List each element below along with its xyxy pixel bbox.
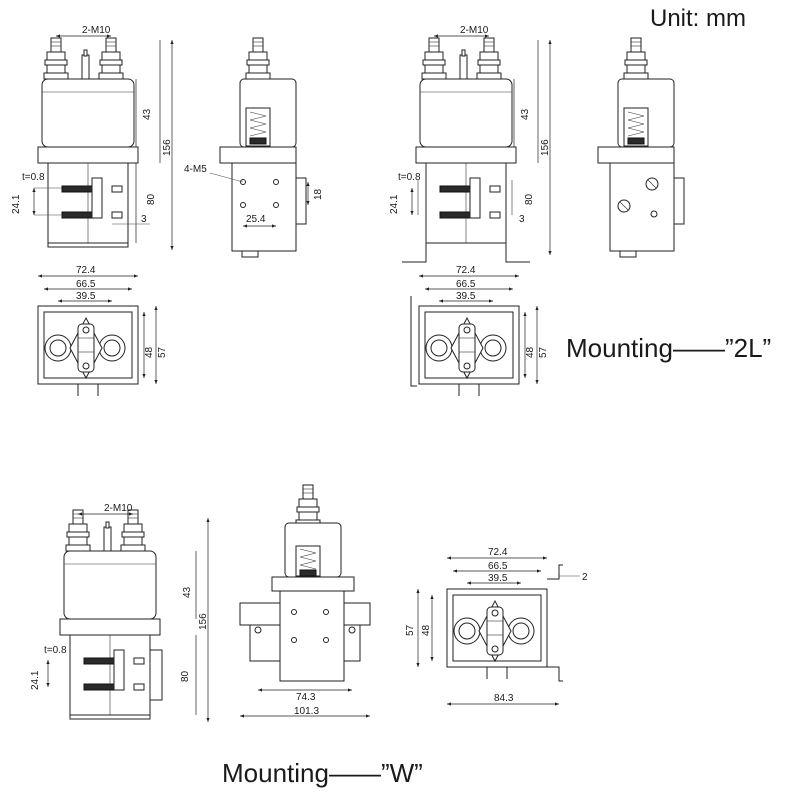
dim-74-3: 74.3: [296, 692, 316, 703]
dim-43-w: 43: [182, 586, 193, 598]
dim-24-1-2l: 24.1: [389, 194, 400, 214]
dim-72-4-2l: 72.4: [456, 265, 476, 276]
dimension-labels: 2-M10 43 156 80 t=0.8 24.1 3 4-M5 18 25.…: [11, 25, 588, 717]
dim-80-w: 80: [180, 670, 191, 682]
dim-156: 156: [162, 139, 173, 156]
dim-25-4: 25.4: [246, 214, 266, 225]
dim-57-w: 57: [405, 624, 416, 636]
unit-label: Unit: mm: [650, 5, 746, 32]
dim-57-2l: 57: [538, 346, 549, 358]
dim-43: 43: [142, 108, 153, 120]
dim-2: 2: [582, 572, 588, 583]
front-view-2l: [402, 38, 530, 263]
dim-43-2l: 43: [520, 108, 531, 120]
dim-66-5-w: 66.5: [488, 561, 508, 572]
side-view-standard: [220, 38, 306, 257]
dim-80: 80: [146, 193, 157, 205]
dim-72-4-w: 72.4: [488, 547, 508, 558]
front-view-standard: [38, 38, 138, 248]
dim-48-w: 48: [421, 624, 432, 636]
mounting-w-label: Mounting——”W”: [222, 758, 423, 788]
dim-57: 57: [157, 346, 168, 358]
front-view-w: [60, 510, 163, 720]
dim-24-1: 24.1: [11, 194, 22, 214]
dim-2-m10-w: 2-M10: [104, 503, 133, 514]
dim-2-m10-2l: 2-M10: [460, 25, 489, 36]
dim-39-5-2l: 39.5: [456, 291, 476, 302]
dimension-lines: [32, 34, 580, 722]
dim-156-w: 156: [198, 613, 209, 630]
dim-24-1-w: 24.1: [30, 670, 41, 690]
dim-4-m5: 4-M5: [184, 164, 207, 175]
dim-84-3: 84.3: [494, 693, 514, 704]
dim-2-m10: 2-M10: [82, 25, 111, 36]
bottom-view-w: [446, 564, 563, 682]
dim-48-2l: 48: [525, 346, 536, 358]
dim-39-5-w: 39.5: [488, 573, 508, 584]
side-view-w: [239, 484, 371, 682]
bottom-view-standard: [37, 305, 139, 397]
dim-3-2l: 3: [519, 214, 525, 225]
dim-39-5: 39.5: [76, 291, 96, 302]
dim-48: 48: [144, 346, 155, 358]
mounting-2l-label: Mounting——”2L”: [566, 333, 771, 363]
dim-72-4: 72.4: [76, 265, 96, 276]
dim-t-0-8-2l: t=0.8: [398, 172, 421, 183]
dim-66-5-2l: 66.5: [456, 279, 476, 290]
dim-66-5: 66.5: [76, 279, 96, 290]
dim-t-0-8: t=0.8: [22, 172, 45, 183]
dim-3: 3: [141, 214, 147, 225]
side-view-2l: [598, 38, 684, 257]
bottom-view-2l: [410, 296, 520, 397]
dim-80-2l: 80: [524, 193, 535, 205]
dim-156-2l: 156: [540, 139, 551, 156]
dim-18: 18: [313, 188, 324, 200]
dim-t-0-8-w: t=0.8: [44, 645, 67, 656]
dim-101-3: 101.3: [294, 706, 319, 717]
